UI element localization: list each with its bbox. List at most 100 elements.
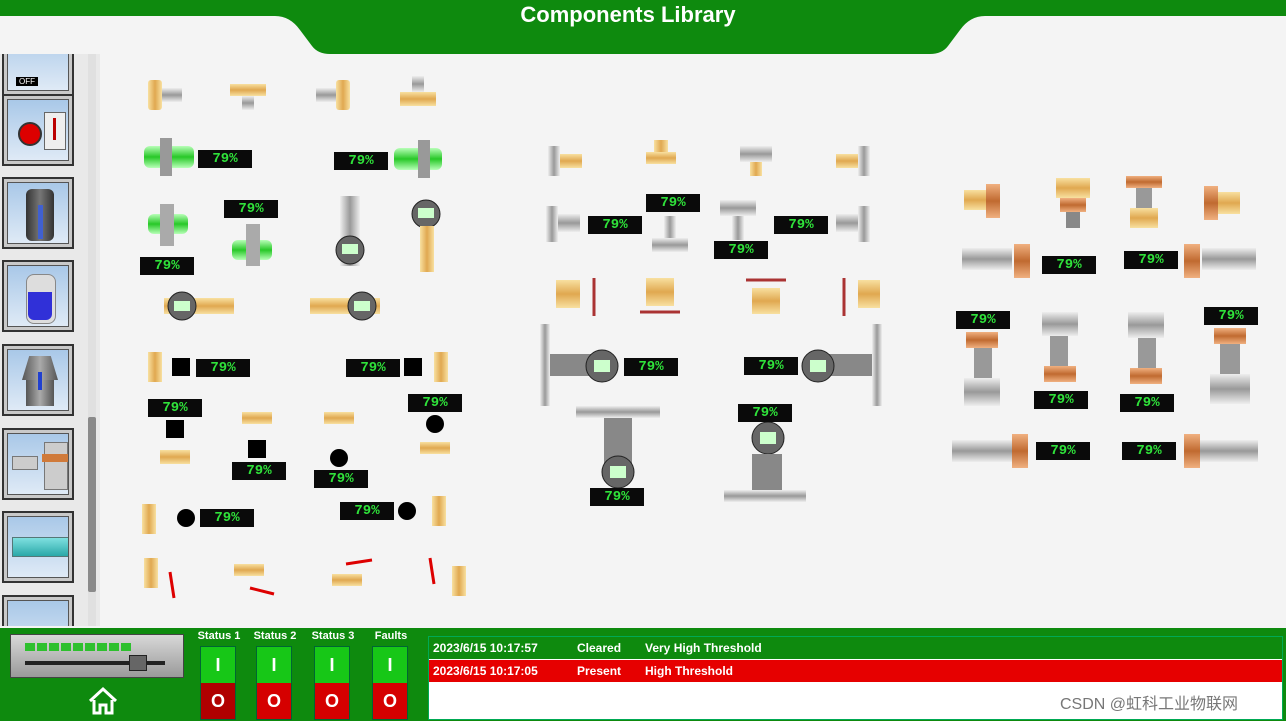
control-valve-3[interactable] — [964, 332, 1000, 406]
switch-off-icon: OFF — [7, 54, 69, 91]
transmitter-1[interactable] — [335, 196, 365, 266]
page-title: Components Library — [520, 2, 736, 27]
copper-valve-1[interactable] — [964, 184, 1000, 218]
status-2-switch[interactable]: I O — [256, 646, 292, 720]
switch-off[interactable]: O — [373, 683, 407, 719]
valve-3[interactable] — [316, 80, 350, 110]
home-button[interactable] — [86, 686, 120, 721]
transmitter-2[interactable] — [411, 199, 441, 272]
switch-off[interactable]: O — [315, 683, 349, 719]
sidebar-item-vessel[interactable] — [2, 260, 74, 332]
actuator-5[interactable] — [324, 412, 354, 467]
tee-1[interactable] — [548, 146, 582, 176]
sidebar-item-valve[interactable] — [2, 428, 74, 500]
grey-valve-2[interactable] — [652, 216, 688, 252]
lever-valve-3[interactable] — [332, 558, 373, 586]
coriolis-meter-2[interactable] — [801, 324, 882, 406]
control-valve-1[interactable] — [962, 244, 1030, 278]
component-sidebar[interactable]: OFF — [0, 54, 100, 626]
status-1-switch[interactable]: I O — [200, 646, 236, 720]
faults-label: Faults — [374, 630, 408, 642]
actuator-3[interactable] — [160, 420, 190, 464]
control-valve-5[interactable] — [1128, 312, 1164, 384]
alarm-time: 2023/6/15 10:17:57 — [433, 641, 538, 655]
sidebar-scrollbar[interactable] — [88, 54, 96, 626]
flow-readout: 79% — [340, 502, 394, 520]
emergency-button-icon — [7, 99, 69, 161]
green-valve-1[interactable] — [144, 138, 194, 176]
alarm-row[interactable]: 2023/6/15 10:17:57 Cleared Very High Thr… — [429, 637, 1282, 659]
valve-4[interactable] — [400, 76, 436, 106]
flow-readout: 79% — [224, 200, 278, 218]
transmitter-4[interactable] — [310, 291, 380, 321]
flow-readout: 79% — [198, 150, 252, 168]
flow-readout: 79% — [232, 462, 286, 480]
grey-valve-4[interactable] — [836, 206, 870, 242]
flow-readout: 79% — [1034, 391, 1088, 409]
actuator-7[interactable] — [142, 504, 195, 534]
coriolis-meter-3[interactable] — [576, 406, 660, 489]
sidebar-item-tank[interactable] — [2, 177, 74, 249]
switch-on[interactable]: I — [373, 647, 407, 683]
valve-1[interactable] — [148, 80, 182, 110]
switch-off[interactable]: O — [257, 683, 291, 719]
actuator-6[interactable] — [420, 415, 450, 454]
sidebar-item-switch[interactable]: OFF — [2, 54, 74, 96]
actuator-4[interactable] — [242, 412, 272, 458]
coriolis-meter-4[interactable] — [724, 421, 806, 502]
grey-valve-1[interactable] — [546, 206, 580, 242]
scrollbar-thumb[interactable] — [88, 417, 96, 592]
faults-switch[interactable]: I O — [372, 646, 408, 720]
copper-valve-4[interactable] — [1204, 186, 1240, 220]
tee-3[interactable] — [740, 146, 772, 176]
alarm-message: High Threshold — [645, 664, 733, 678]
flow-readout: 79% — [334, 152, 388, 170]
alarm-row[interactable]: 2023/6/15 10:17:05 Present High Threshol… — [429, 660, 1282, 682]
handwheel-valve-1[interactable] — [556, 278, 596, 316]
switch-off[interactable]: O — [201, 683, 235, 719]
control-valve-2[interactable] — [1184, 244, 1256, 278]
coriolis-meter-1[interactable] — [540, 324, 619, 406]
switch-on[interactable]: I — [201, 647, 235, 683]
lever-valve-2[interactable] — [234, 564, 275, 596]
sidebar-item-pipe[interactable] — [2, 511, 74, 583]
flow-readout: 79% — [140, 257, 194, 275]
slider-thumb[interactable] — [129, 655, 147, 671]
actuator-2[interactable] — [404, 352, 448, 382]
sidebar-item-silo[interactable] — [2, 344, 74, 416]
slider-track[interactable] — [25, 661, 165, 665]
alarm-time: 2023/6/15 10:17:05 — [433, 664, 538, 678]
actuator-1[interactable] — [148, 352, 190, 382]
green-valve-2[interactable] — [394, 140, 442, 178]
lever-valve-1[interactable] — [144, 558, 176, 599]
control-valve-6[interactable] — [1210, 328, 1250, 404]
sidebar-item-tank-partial[interactable] — [2, 595, 74, 626]
flow-readout: 79% — [1036, 442, 1090, 460]
alarm-list[interactable]: 2023/6/15 10:17:57 Cleared Very High Thr… — [428, 636, 1283, 720]
handwheel-valve-4[interactable] — [842, 278, 880, 316]
tee-2[interactable] — [646, 140, 676, 164]
valve-2[interactable] — [230, 84, 266, 110]
sidebar-item-emergency[interactable] — [2, 94, 74, 166]
level-slider-panel[interactable] — [10, 634, 184, 678]
green-valve-4[interactable] — [232, 224, 272, 266]
alarm-state: Cleared — [577, 641, 622, 655]
control-valve-7[interactable] — [952, 434, 1028, 468]
switch-on[interactable]: I — [315, 647, 349, 683]
tee-4[interactable] — [836, 146, 870, 176]
switch-on[interactable]: I — [257, 647, 291, 683]
control-valve-4[interactable] — [1042, 312, 1078, 382]
control-valve-8[interactable] — [1184, 434, 1258, 468]
transmitter-3[interactable] — [164, 291, 234, 321]
actuator-8[interactable] — [398, 496, 446, 526]
handwheel-valve-3[interactable] — [746, 278, 786, 314]
lever-valve-4[interactable] — [428, 557, 466, 596]
copper-valve-2[interactable] — [1056, 178, 1090, 228]
handwheel-valve-2[interactable] — [640, 278, 680, 314]
copper-valve-3[interactable] — [1126, 176, 1162, 228]
grey-valve-3[interactable] — [720, 200, 756, 240]
flow-readout: 79% — [1124, 251, 1178, 269]
status-3-switch[interactable]: I O — [314, 646, 350, 720]
green-valve-3[interactable] — [148, 204, 188, 246]
flow-readout: 79% — [408, 394, 462, 412]
